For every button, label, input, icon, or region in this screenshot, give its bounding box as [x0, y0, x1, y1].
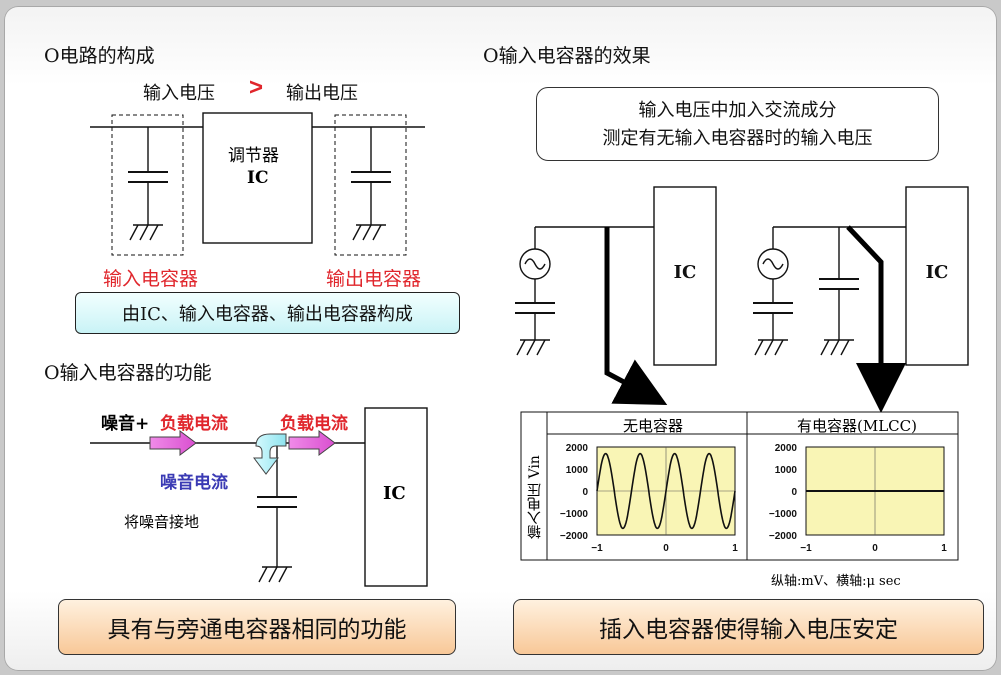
y-tick-label-with-cap: 2000 — [775, 443, 798, 454]
plot-with-capacitor — [805, 446, 945, 536]
stable-note: 插入电容器使得输入电压安定 — [513, 599, 984, 655]
x-tick-label-no-cap: 1 — [732, 543, 738, 554]
waveform-line-no-cap — [596, 452, 736, 530]
x-tick-label-with-cap: −1 — [800, 543, 812, 554]
noise-plus-label: 噪音+ — [101, 414, 150, 434]
circuit-composition — [90, 112, 425, 256]
y-tick-label-with-cap: −2000 — [769, 531, 798, 542]
x-tick-label-no-cap: −1 — [591, 543, 603, 554]
axis-note: 纵轴:mV、横轴:μ sec — [771, 574, 901, 589]
function-header: O输入电容器的功能 — [44, 362, 212, 384]
greater-than-sign: > — [249, 74, 264, 101]
y-tick-label-no-cap: −1000 — [560, 509, 589, 520]
y-tick-label-with-cap: −1000 — [769, 509, 798, 520]
x-tick-label-with-cap: 0 — [872, 543, 878, 554]
y-tick-label-with-cap: 1000 — [775, 465, 798, 476]
method-line-2: 测定有无输入电容器时的输入电压 — [602, 128, 873, 149]
circuit-header: O电路的构成 — [44, 45, 155, 67]
measurement-circuits — [515, 186, 969, 366]
method-box: 输入电压中加入交流成分 测定有无输入电容器时的输入电压 — [536, 87, 939, 161]
y-tick-label-no-cap: 2000 — [566, 443, 589, 454]
table-header-with-capacitor: 有电容器(MLCC) — [797, 417, 917, 435]
x-tick-label-no-cap: 0 — [663, 543, 669, 554]
y-tick-label-no-cap: −2000 — [560, 531, 589, 542]
load-current-label-2: 负载电流 — [280, 414, 348, 434]
load-arrow-2 — [288, 430, 336, 456]
output-capacitor-label: 输出电容器 — [326, 268, 422, 290]
ic-label-left: IC — [383, 483, 406, 504]
y-tick-label-with-cap: 0 — [791, 487, 797, 498]
voltage-in-label: 输入电压 — [143, 83, 215, 104]
method-line-1: 输入电压中加入交流成分 — [638, 100, 837, 121]
voltage-out-label: 输出电压 — [286, 83, 358, 104]
probe-arrow-2 — [846, 225, 906, 413]
table-header-no-capacitor: 无电容器 — [623, 417, 684, 435]
noise-current-label: 噪音电流 — [160, 473, 228, 493]
bypass-note: 具有与旁通电容器相同的功能 — [58, 599, 456, 655]
regulator-ic-label: IC — [247, 168, 269, 188]
capacitor-function — [90, 407, 428, 587]
composition-note: 由IC、输入电容器、输出电容器构成 — [75, 292, 460, 334]
effect-header: O输入电容器的效果 — [483, 45, 651, 67]
x-tick-label-with-cap: 1 — [941, 543, 947, 554]
ic-label-2: IC — [926, 262, 949, 283]
regulator-label: 调节器 — [228, 146, 279, 166]
y-axis-label: 输入电压 Vin — [527, 455, 543, 539]
probe-arrow-1 — [604, 227, 668, 406]
load-current-label-1: 负载电流 — [160, 414, 228, 434]
y-tick-label-no-cap: 0 — [582, 487, 588, 498]
y-tick-label-no-cap: 1000 — [566, 465, 589, 476]
noise-arrow — [253, 433, 287, 475]
ground-note: 将噪音接地 — [124, 513, 200, 531]
load-arrow-1 — [149, 430, 197, 456]
ic-label-1: IC — [674, 262, 697, 283]
plot-no-capacitor — [596, 446, 736, 536]
input-capacitor-label: 输入电容器 — [103, 268, 199, 290]
